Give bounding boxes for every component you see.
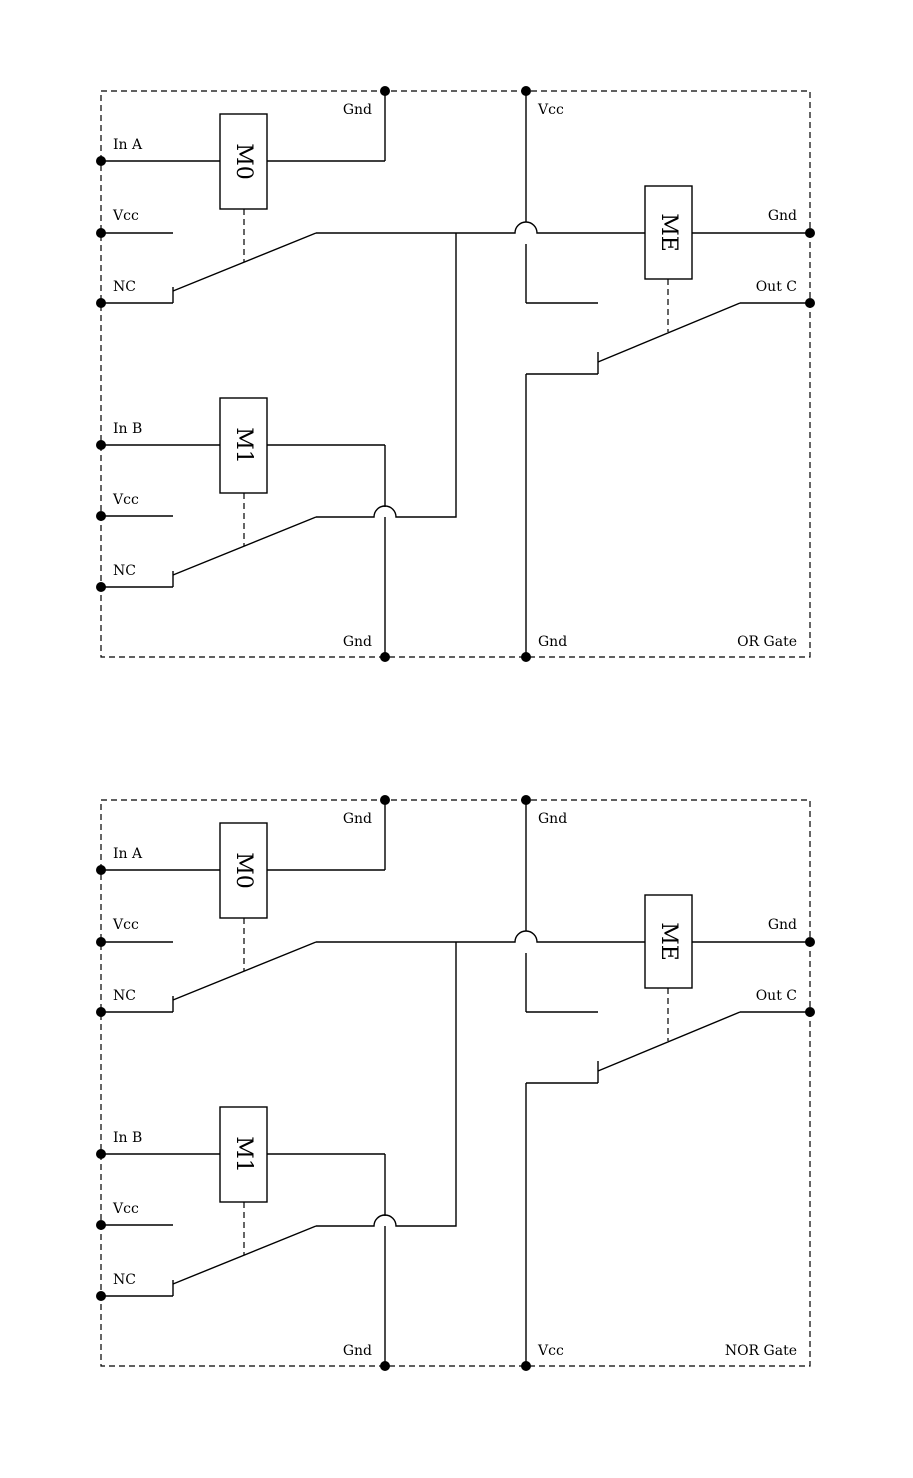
right-ground-label: Gnd: [768, 917, 797, 933]
top-left-ground-terminal: [380, 86, 390, 96]
in-b-terminal: [96, 440, 106, 450]
bottom-right-rail-terminal: [521, 1361, 531, 1371]
bottom-left-rail-label: Gnd: [343, 634, 372, 650]
in-a-label: In A: [113, 846, 143, 862]
m1-output-bus: [316, 233, 457, 518]
bottom-left-ground-terminal: [380, 652, 390, 662]
top-right-rail-terminal: [521, 86, 531, 96]
relay-me-coil: [644, 894, 693, 989]
vcc-b-label: Vcc: [112, 1201, 139, 1217]
nc-a-terminal: [96, 1007, 106, 1017]
m1-output-bus: [316, 942, 457, 1227]
me-switch-arm: [597, 1011, 741, 1072]
bottom-right-rail-terminal: [521, 652, 531, 662]
gate-name-label: NOR Gate: [725, 1343, 797, 1359]
bottom-left-ground-terminal: [380, 1361, 390, 1371]
top-left-rail-label: Gnd: [343, 102, 372, 118]
me-switch-arm: [597, 302, 741, 363]
vcc-b-terminal: [96, 511, 106, 521]
nc-a-terminal: [96, 298, 106, 308]
vcc-a-label: Vcc: [112, 208, 139, 224]
vcc-b-terminal: [96, 1220, 106, 1230]
nc-b-terminal: [96, 1291, 106, 1301]
vcc-a-label: Vcc: [112, 917, 139, 933]
top-right-rail-terminal: [521, 795, 531, 805]
nc-a-label: NC: [113, 988, 136, 1004]
module-frame: [100, 90, 811, 658]
module-frame: [100, 799, 811, 1367]
bottom-left-rail-label: Gnd: [343, 1343, 372, 1359]
relay-m0-label: M0: [231, 143, 256, 180]
in-b-label: In B: [113, 1130, 142, 1146]
in-a-label: In A: [113, 137, 143, 153]
nc-a-label: NC: [113, 279, 136, 295]
top-right-rail-label: Gnd: [538, 811, 567, 827]
bottom-right-rail-label: Vcc: [537, 1343, 564, 1359]
nc-b-label: NC: [113, 563, 136, 579]
relay-m1-coil: [219, 1106, 268, 1203]
right-ground-label: Gnd: [768, 208, 797, 224]
right-ground-terminal: [805, 937, 815, 947]
right-ground-terminal: [805, 228, 815, 238]
m0-output-bus: [316, 930, 645, 943]
nc-b-terminal: [96, 582, 106, 592]
in-b-terminal: [96, 1149, 106, 1159]
gate-name-label: OR Gate: [737, 634, 797, 650]
m0-output-bus: [316, 221, 645, 234]
top-left-ground-terminal: [380, 795, 390, 805]
vcc-a-terminal: [96, 937, 106, 947]
relay-me-label: ME: [656, 922, 681, 961]
relay-m1-label: M1: [231, 1136, 256, 1173]
in-a-terminal: [96, 156, 106, 166]
in-b-label: In B: [113, 421, 142, 437]
relay-m0-label: M0: [231, 852, 256, 889]
out-c-terminal: [805, 1007, 815, 1017]
relay-me-coil: [644, 185, 693, 280]
top-right-rail-label: Vcc: [537, 102, 564, 118]
out-c-terminal: [805, 298, 815, 308]
relay-m1-label: M1: [231, 427, 256, 464]
relay-me-label: ME: [656, 213, 681, 252]
top-left-rail-label: Gnd: [343, 811, 372, 827]
bottom-right-rail-label: Gnd: [538, 634, 567, 650]
relay-m0-coil: [219, 822, 268, 919]
vcc-a-terminal: [96, 228, 106, 238]
out-c-label: Out C: [756, 988, 797, 1004]
in-a-terminal: [96, 865, 106, 875]
nc-b-label: NC: [113, 1272, 136, 1288]
out-c-label: Out C: [756, 279, 797, 295]
vcc-b-label: Vcc: [112, 492, 139, 508]
